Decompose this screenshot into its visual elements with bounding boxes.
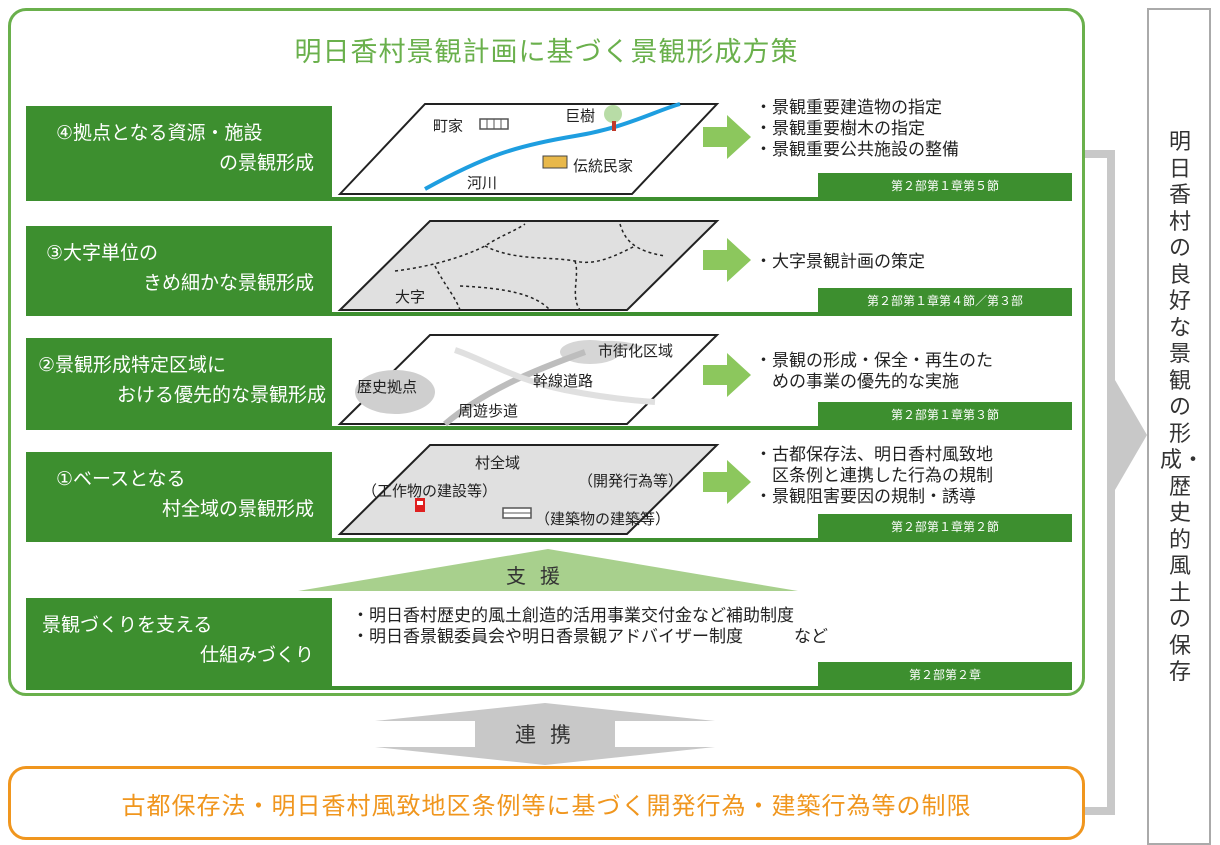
map-label-dento: 伝統民家 [573,157,634,175]
right-connector [1085,150,1147,815]
row4-bullets: ・景観重要建造物の指定 ・景観重要樹木の指定 ・景観重要公共施設の整備 [755,98,959,161]
row1-label-line2: 村全域の景観形成 [161,498,314,520]
goal-text: 明日香村の良好な景観の形成・歴史的風土の保存 [1160,130,1205,685]
row1-ref-tag: 第２部第１章第２節 [818,514,1072,540]
row4-ref-tag: 第２部第１章第５節 [818,173,1072,199]
row2-bullet-1: ・景観の形成・保全・再生のた [755,351,993,371]
map-label-kasen: 河川 [467,174,498,192]
map-label-kansen: 幹線道路 [533,372,594,390]
map-label-rekishi: 歴史拠点 [357,378,418,396]
renkei-label: 連携 [515,723,585,747]
row4-label: ④拠点となる資源・施設 の景観形成 [26,106,332,198]
support-row-label-line2: 仕組みづくり [199,644,314,666]
row4-bullet-3: ・景観重要公共施設の整備 [755,140,959,160]
map-label-machiya: 町家 [433,117,464,135]
row1-label-line1: ①ベースとなる [56,468,186,490]
renkei-double-arrow [375,703,715,765]
row4-label-line1: ④拠点となる資源・施設 [56,122,263,144]
goal-box [1147,8,1211,845]
row2-label-line1: ②景観形成特定区域に [38,354,227,376]
support-row-label: 景観づくりを支える 仕組みづくり [26,598,332,688]
support-bullet-2: ・明日香景観委員会や明日香景観アドバイザー制度 など [352,627,828,647]
diagram-title: 明日香村景観計画に基づく景観形成方策 [294,37,799,68]
row2-underline [26,426,1072,430]
row2-ref-tag: 第２部第１章第３節 [818,402,1072,428]
row4-arrow-icon [703,115,751,159]
row2-label-line2: おける優先的な景観形成 [116,384,326,406]
row3-label-line1: ③大字単位の [46,242,159,264]
row1-bullet-3: ・景観阻害要因の規制・誘導 [755,487,976,507]
regulation-frame [8,766,1085,840]
support-ref-tag: 第２部第２章 [818,662,1072,688]
support-row-label-line1: 景観づくりを支える [42,614,213,636]
row2-map [337,334,720,427]
row3-label: ③大字単位の きめ細かな景観形成 [26,226,332,314]
map-label-kenchiku: （建築物の建築等） [535,510,671,528]
row4-underline [26,197,1072,201]
support-bullet-1: ・明日香村歴史的風土創造的活用事業交付金など補助制度 [352,606,794,626]
map-label-sonzen: 村全域 [475,454,521,472]
row4-map [337,102,720,195]
map-label-kaihatsu: （開発行為等） [578,472,684,490]
row1-arrow-icon [703,460,751,504]
row3-underline [26,312,1072,316]
row1-map [337,444,720,535]
row3-label-line2: きめ細かな景観形成 [142,272,314,294]
row1-underline [26,538,1072,542]
support-triangle [298,549,798,591]
row3-map [337,220,720,311]
support-underline [26,686,1072,690]
row1-bullets: ・古都保存法、明日香村風致地 区条例と連携した行為の規制 ・景観阻害要因の規制・… [755,445,993,508]
row4-bullet-2: ・景観重要樹木の指定 [755,119,925,139]
support-label: 支援 [506,564,574,588]
map-label-kyoju: 巨樹 [565,107,596,125]
row3-arrow-icon [703,238,751,282]
row4-label-line2: の景観形成 [218,152,314,174]
row4-bullet-1: ・景観重要建造物の指定 [755,98,942,118]
row2-bullet-2: めの事業の優先的な実施 [755,372,959,392]
row2-arrow-icon [703,353,751,397]
row1-bullet-1: ・古都保存法、明日香村風致地 [755,445,993,465]
row2-label: ②景観形成特定区域に おける優先的な景観形成 [26,338,332,428]
support-bullets: ・明日香村歴史的風土創造的活用事業交付金など補助制度 ・明日香景観委員会や明日香… [352,606,828,648]
map-label-shigai: 市街化区域 [598,342,674,360]
map-label-kosaku: （工作物の建設等） [362,482,498,500]
row3-ref-tag: 第２部第１章第４節／第３部 [818,288,1072,314]
regulation-text: 古都保存法・明日香村風致地区条例等に基づく開発行為・建築行為等の制限 [121,792,972,820]
map-label-shuyu: 周遊歩道 [458,402,519,420]
row2-bullets: ・景観の形成・保全・再生のた めの事業の優先的な実施 [755,351,993,393]
map-label-oaza: 大字 [395,288,426,306]
row3-bullet-1: ・大字景観計画の策定 [755,252,925,272]
row3-bullets: ・大字景観計画の策定 [755,252,925,273]
row1-label: ①ベースとなる 村全域の景観形成 [26,452,332,540]
row1-bullet-2: 区条例と連携した行為の規制 [755,466,993,486]
